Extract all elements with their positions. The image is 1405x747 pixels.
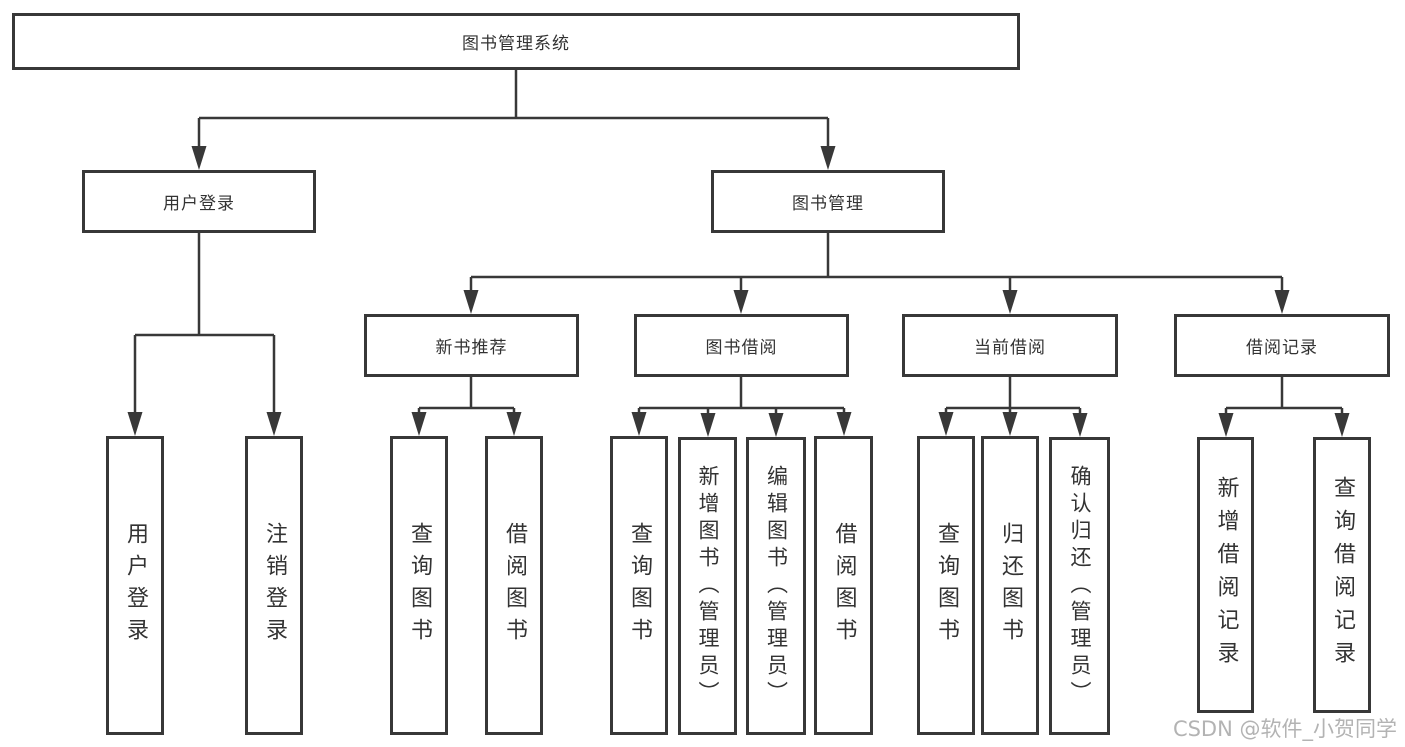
connector-root-to-level2 <box>191 70 836 170</box>
leaf-borrow-query-books: 查询图书 <box>610 436 668 735</box>
leaf-add-books-admin: 新增图书（管理员） <box>678 437 737 735</box>
arrowhead <box>1274 290 1290 314</box>
arrowhead <box>1002 290 1018 314</box>
node-book-management-label: 图书管理 <box>792 194 864 214</box>
connector-currentborrow-to-leaves <box>938 377 1088 437</box>
leaf-borrow-books: 借阅图书 <box>814 436 873 735</box>
node-book-borrow: 图书借阅 <box>634 314 849 377</box>
node-book-borrow-label: 图书借阅 <box>705 338 778 358</box>
leaf-confirm-return-admin-label: 确认归还（管理员） <box>1068 464 1092 708</box>
leaf-confirm-return-admin: 确认归还（管理员） <box>1049 437 1110 735</box>
leaf-return-books-label: 归还图书 <box>998 521 1023 650</box>
leaf-logout-label: 注销登录 <box>262 521 287 650</box>
arrowhead <box>820 146 836 170</box>
node-new-book-recommend: 新书推荐 <box>364 314 579 377</box>
leaf-newbooks-borrow-books-label: 借阅图书 <box>502 521 527 650</box>
arrowhead <box>700 413 716 437</box>
connector-records-to-leaves <box>1218 377 1350 437</box>
leaf-add-books-admin-label: 新增图书（管理员） <box>696 464 720 708</box>
arrowhead <box>836 412 852 436</box>
arrowhead <box>266 412 282 436</box>
arrowhead <box>1334 413 1350 437</box>
node-user-login: 用户登录 <box>82 170 316 233</box>
arrowhead <box>506 412 522 436</box>
leaf-current-query-books-label: 查询图书 <box>934 521 959 650</box>
arrowhead <box>1002 412 1018 436</box>
leaf-borrow-books-label: 借阅图书 <box>831 521 857 650</box>
leaf-newbooks-query-books: 查询图书 <box>390 436 448 735</box>
arrowhead <box>463 290 479 314</box>
node-current-borrow: 当前借阅 <box>902 314 1118 377</box>
leaf-add-borrow-record-label: 新增借阅记录 <box>1213 476 1239 674</box>
leaf-newbooks-query-books-label: 查询图书 <box>407 521 432 650</box>
arrowhead <box>191 146 207 170</box>
arrowhead <box>938 412 954 436</box>
arrowhead <box>1218 413 1234 437</box>
leaf-logout: 注销登录 <box>245 436 303 735</box>
connector-login-to-leaves <box>127 233 282 436</box>
node-borrow-records-label: 借阅记录 <box>1246 338 1318 358</box>
node-library-system: 图书管理系统 <box>12 13 1020 70</box>
node-borrow-records: 借阅记录 <box>1174 314 1390 377</box>
arrowhead <box>631 412 647 436</box>
leaf-user-login-label: 用户登录 <box>123 521 148 650</box>
leaf-current-query-books: 查询图书 <box>917 436 975 735</box>
connector-newbooks-to-leaves <box>411 377 522 436</box>
node-current-borrow-label: 当前借阅 <box>974 338 1046 358</box>
leaf-add-borrow-record: 新增借阅记录 <box>1197 437 1254 713</box>
watermark: CSDN @软件_小贺同学 <box>1172 717 1397 741</box>
connector-management-to-level3 <box>463 233 1290 314</box>
node-user-login-label: 用户登录 <box>163 194 235 214</box>
leaf-newbooks-borrow-books: 借阅图书 <box>485 436 543 735</box>
leaf-borrow-query-books-label: 查询图书 <box>627 521 652 650</box>
node-new-book-recommend-label: 新书推荐 <box>435 338 508 358</box>
arrowhead <box>127 412 143 436</box>
connector-bookborrow-to-leaves <box>631 377 852 437</box>
leaf-edit-books-admin: 编辑图书（管理员） <box>746 437 806 735</box>
leaf-query-borrow-record: 查询借阅记录 <box>1313 437 1371 713</box>
node-book-management: 图书管理 <box>711 170 945 233</box>
leaf-return-books: 归还图书 <box>981 436 1039 735</box>
leaf-user-login: 用户登录 <box>106 436 164 735</box>
arrowhead <box>768 413 784 437</box>
leaf-query-borrow-record-label: 查询借阅记录 <box>1330 476 1355 674</box>
leaf-edit-books-admin-label: 编辑图书（管理员） <box>764 464 789 708</box>
arrowhead <box>411 412 427 436</box>
node-library-system-label: 图书管理系统 <box>462 34 570 54</box>
arrowhead <box>733 290 749 314</box>
arrowhead <box>1072 413 1088 437</box>
